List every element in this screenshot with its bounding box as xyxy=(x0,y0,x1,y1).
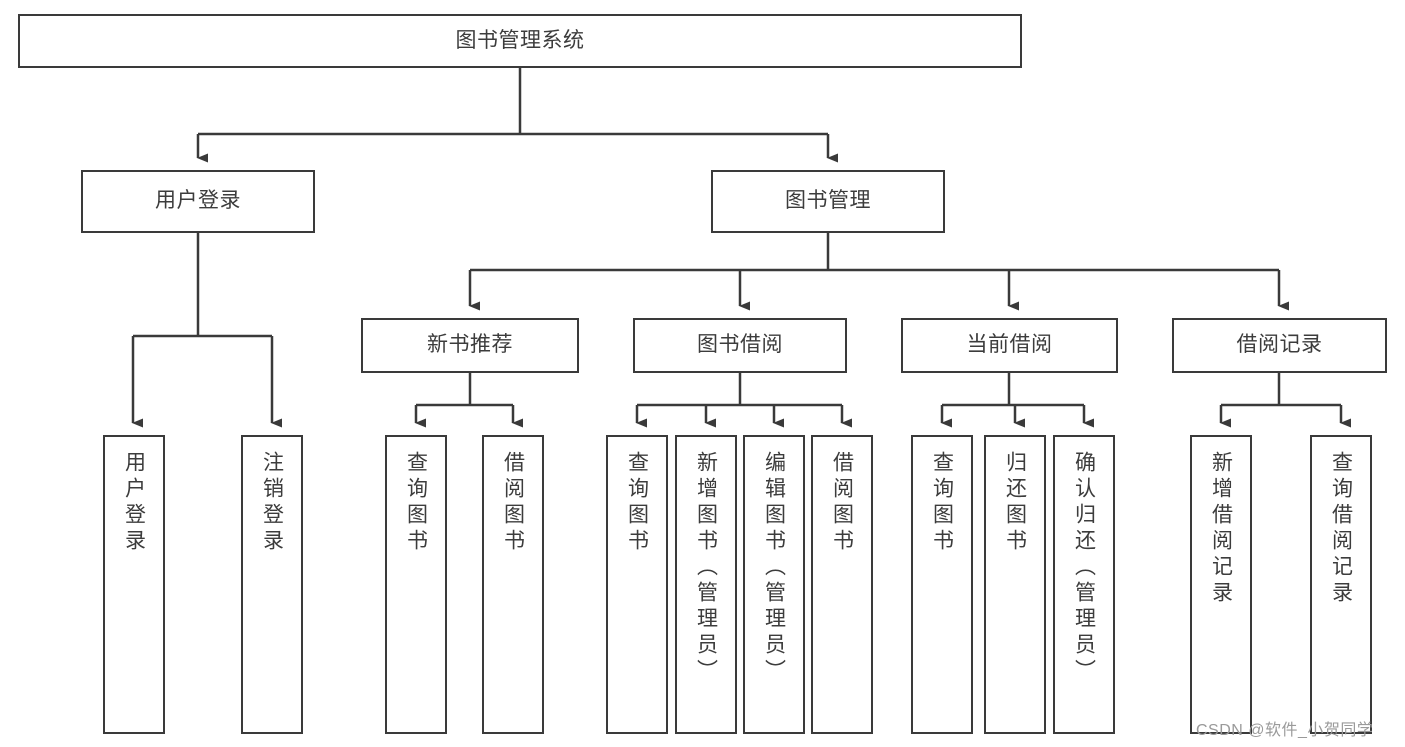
node-leaves-新增图书管理员[interactable]: 新增图书（管理员） xyxy=(675,435,737,734)
node-label: 新书推荐 xyxy=(427,333,513,357)
node-label: 借阅记录 xyxy=(1236,333,1323,357)
node-label: 用户登录 xyxy=(122,451,146,555)
node-label: 用户登录 xyxy=(155,189,241,213)
node-label: 借阅图书 xyxy=(501,451,525,555)
node-l2-图书管理[interactable]: 图书管理 xyxy=(711,170,945,233)
node-leaves-新增借阅记录[interactable]: 新增借阅记录 xyxy=(1190,435,1252,734)
node-label: 确认归还（管理员） xyxy=(1072,451,1096,685)
node-label: 查询借阅记录 xyxy=(1329,451,1353,607)
node-leaves-借阅图书[interactable]: 借阅图书 xyxy=(482,435,544,734)
node-leaves-确认归还管理员[interactable]: 确认归还（管理员） xyxy=(1053,435,1115,734)
node-leaves-查询借阅记录[interactable]: 查询借阅记录 xyxy=(1310,435,1372,734)
node-leaves-注销登录[interactable]: 注销登录 xyxy=(241,435,303,734)
node-leaves-借阅图书[interactable]: 借阅图书 xyxy=(811,435,873,734)
node-label: 查询图书 xyxy=(404,451,428,555)
node-label: 编辑图书（管理员） xyxy=(762,451,786,685)
node-label: 借阅图书 xyxy=(830,451,854,555)
node-l3-借阅记录[interactable]: 借阅记录 xyxy=(1172,318,1387,373)
node-leaves-编辑图书管理员[interactable]: 编辑图书（管理员） xyxy=(743,435,805,734)
node-label: 归还图书 xyxy=(1003,451,1027,555)
node-l3-当前借阅[interactable]: 当前借阅 xyxy=(901,318,1118,373)
node-leaves-用户登录[interactable]: 用户登录 xyxy=(103,435,165,734)
node-label: 新增图书（管理员） xyxy=(694,451,718,685)
node-l3-图书借阅[interactable]: 图书借阅 xyxy=(633,318,847,373)
node-l2-用户登录[interactable]: 用户登录 xyxy=(81,170,315,233)
node-leaves-查询图书[interactable]: 查询图书 xyxy=(606,435,668,734)
node-root-图书管理系统[interactable]: 图书管理系统 xyxy=(18,14,1022,68)
edge-group xyxy=(131,68,1351,428)
node-label: 图书借阅 xyxy=(697,333,783,357)
node-leaves-查询图书[interactable]: 查询图书 xyxy=(385,435,447,734)
node-label: 新增借阅记录 xyxy=(1209,451,1233,607)
node-leaves-归还图书[interactable]: 归还图书 xyxy=(984,435,1046,734)
node-leaves-查询图书[interactable]: 查询图书 xyxy=(911,435,973,734)
node-label: 图书管理系统 xyxy=(455,28,585,52)
node-label: 当前借阅 xyxy=(966,333,1053,357)
node-label: 查询图书 xyxy=(930,451,954,555)
node-label: 注销登录 xyxy=(260,451,284,555)
node-label: 图书管理 xyxy=(785,189,871,213)
node-l3-新书推荐[interactable]: 新书推荐 xyxy=(361,318,579,373)
node-label: 查询图书 xyxy=(625,451,649,555)
